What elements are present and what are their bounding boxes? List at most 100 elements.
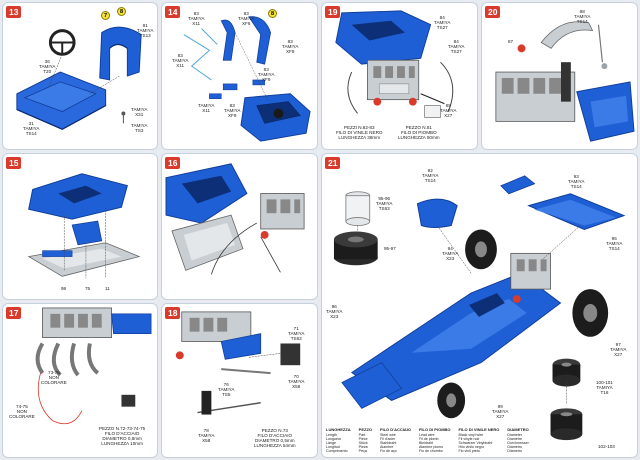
paint-label: 96 TAMIYA X23 [326,304,343,319]
legend-row: Length [326,433,337,437]
step-number: 19 [325,6,341,18]
legend-heading: FILO DI PIOMBO [418,427,451,432]
step-13-panel: 13 7 8 36 TAMIYA T20 81 TAMIYA TS13 31 T… [2,2,158,150]
paint-label: 84 TAMIYA TS27 [434,15,451,30]
legend-row: Diamètre [507,437,523,441]
legend-row: Fio vinil preto [458,449,480,453]
paint-label: 99 TAMIYA X27 [492,404,509,419]
spec-label: PEZZO N.72-73-74-75 FILO D'ACCIAIO DIAME… [99,426,146,446]
step-17-illustration [35,307,152,425]
paint-label: 92 TAMIYA TS14 [422,168,439,183]
legend-row: Part [358,433,366,437]
legend-row: Alambre [380,445,394,449]
legend-heading: LUNGHEZZA [326,427,351,432]
legend-row: Fil vinyle noir [458,437,480,441]
paint-badge: 8 [268,9,277,18]
paint-label: 83 TAMIYA XF6 [238,11,255,26]
paint-label: TAMIYA X11 [198,103,215,113]
paint-label: 88 TAMIYA TS14 [574,9,591,24]
paint-label: TAMIYA X31 [131,107,148,117]
step-number: 14 [165,6,181,18]
legend-row: Longueur [326,437,342,441]
legend-row: Black vinyl wire [458,433,484,437]
legend-row: Fio de aço [380,449,397,453]
legend-row: Diâmetro [507,449,523,453]
step-14-panel: 14 8 83 TAMIYA X11 83 TAMIYA XF6 83 TAMI… [161,2,318,150]
legend-row: Bleidraht [418,441,434,445]
paint-label: 81 TAMIYA TS13 [137,23,154,38]
legend-row: Alambre plomo [418,445,444,449]
step-21-illustration [333,175,626,441]
step-14-illustration [183,16,311,142]
part-label: 102-103 [598,444,615,449]
legend-row: Longitud [326,445,340,449]
legend-row: Pièce [358,437,368,441]
step-number: 18 [165,307,181,319]
step-18-panel: 18 71 TAMIYA TS63 76 TAMIYA TS5 70 TAMIY… [161,303,318,458]
legend-row: Lead wire [418,433,435,437]
step-20-illustration [495,21,635,142]
paint-label: 85 TAMIYA X27 [440,103,457,118]
paint-label: 36 TAMIYA T20 [39,59,56,74]
legend-row: Fil d'acier [380,437,396,441]
part-label: 11 [105,286,110,291]
step-number: 16 [165,157,181,169]
spec-label: PEZZO N.73 FILO D'ACCIAIO DIAMETRO 0,5mm… [254,428,296,448]
paint-label: 83 TAMIYA XF9 [224,103,241,118]
legend-row: Pieza [358,445,368,449]
step-19-illustration [335,10,454,118]
legend-row: Diámetro [507,445,523,449]
spec-label: PEZZO N.81 FILO DI PIOMBO LUNGHEZZA 50mm [398,125,440,140]
step-16-panel: 16 [161,153,318,300]
paint-label: 83 TAMIYA X11 [172,53,189,68]
legend-row: Diameter [507,433,523,437]
step-13-illustration [16,26,142,130]
paint-label: 95 TAMIYA TS14 [606,236,623,251]
step-number: 21 [325,157,341,169]
paint-label: 83 TAMIYA XF9 [282,39,299,54]
step-number: 15 [6,157,22,169]
paint-label: 31 TAMIYA TS14 [23,121,40,136]
step-number: 20 [485,6,501,18]
step-18-illustration [175,311,301,415]
legend-row: Peça [358,449,367,453]
legend-row: Länge [326,441,336,445]
paint-label: 97 TAMIYA X27 [610,342,627,357]
legend-heading: FILO DI VINILE NERO [458,427,500,432]
paint-label: TAMIYA TS3 [131,123,148,133]
paint-label: 95-96 TAMIYA TS63 [376,196,393,211]
part-label: 75 [85,286,91,291]
paint-label: 94 TAMIYA X23 [442,246,459,261]
legend-row: Comprimento [326,449,348,453]
paint-label: 78 TAMIYA X58 [198,428,215,443]
part-label: 95-97 [384,246,396,251]
part-label: 98 [61,286,67,291]
paint-label: 76 TAMIYA TS5 [218,382,235,397]
paint-label: 100-101 TAMIYA T16 [596,380,613,395]
paint-badge: 8 [117,7,126,16]
legend-row: Schwarzer Vinyldraht [458,441,493,445]
step-17-panel: 17 73-75 NON COLORARE 74-75 NON COLORARE… [2,303,158,458]
step-20-panel: 20 88 TAMIYA TS14 87 [481,2,638,150]
spec-label: PEZZI N.82-83 FILO DI VINILE NERO LUNGHE… [336,125,383,140]
legend-row: Steel wire [380,433,396,437]
paint-label: 83 TAMIYA XF9 [258,67,275,82]
paint-label: 71 TAMIYA TS63 [288,326,305,341]
legend-row: Stahldraht [380,441,397,445]
part-label: 87 [508,39,514,44]
legend-row: Durchmesser [507,441,529,445]
paint-label: 84 TAMIYA TS27 [448,39,465,54]
legend-row: Hilo vinilo negro [458,445,485,449]
step-number: 13 [6,6,22,18]
step-21-panel: 21 [321,153,638,458]
legend-heading: PEZZO [358,427,373,432]
paint-badge: 7 [101,11,110,20]
paint-label: 93 TAMIYA TS14 [568,174,585,189]
paint-label: 83 TAMIYA X11 [188,11,205,26]
part-label: 74-75 NON COLORARE [9,404,35,419]
